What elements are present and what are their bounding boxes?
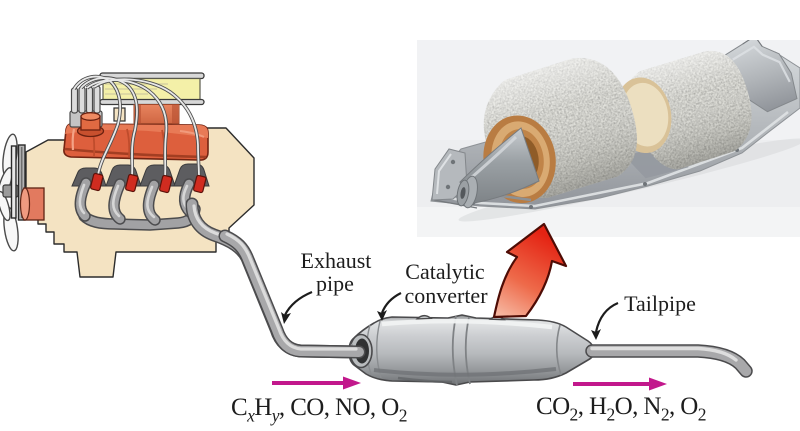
svg-text:converter: converter	[404, 283, 488, 308]
svg-text:Tailpipe: Tailpipe	[624, 291, 696, 316]
svg-text:Exhaust: Exhaust	[301, 248, 372, 273]
svg-text:CO2, H2O, N2, O2: CO2, H2O, N2, O2	[536, 393, 706, 425]
svg-text:Catalytic: Catalytic	[405, 259, 485, 284]
svg-text:pipe: pipe	[316, 271, 354, 296]
svg-text:CxHy, CO, NO, O2: CxHy, CO, NO, O2	[231, 394, 407, 426]
